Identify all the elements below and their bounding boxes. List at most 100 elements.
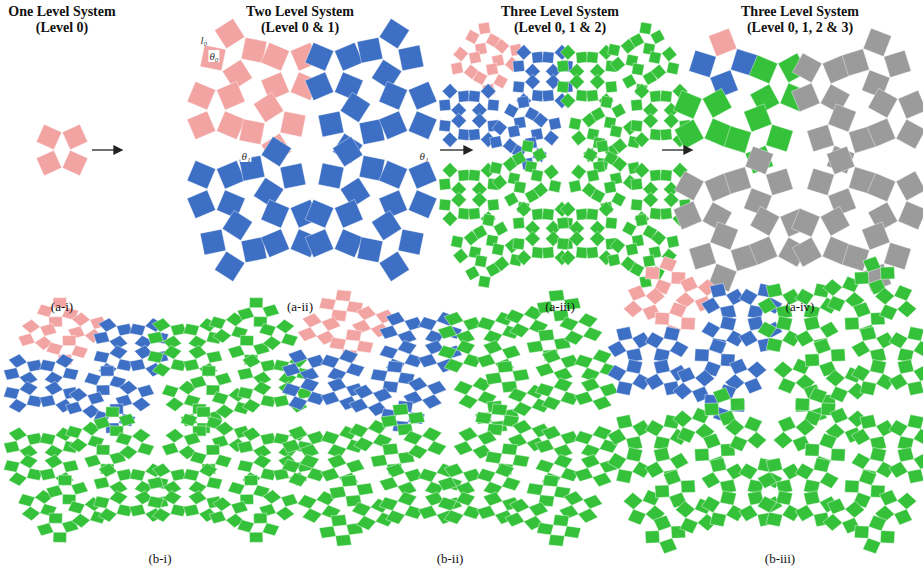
rotating-square [63, 368, 79, 380]
rotating-square [622, 74, 637, 89]
rotating-square [739, 330, 758, 347]
rotating-square [795, 463, 814, 480]
rotating-square [845, 317, 860, 330]
rotating-square [438, 345, 457, 359]
rotating-square [650, 208, 662, 220]
rotating-square [863, 538, 881, 554]
rotating-square [586, 90, 598, 102]
rotating-square [473, 225, 488, 240]
rotating-square [827, 146, 855, 174]
rotating-square [319, 298, 336, 310]
rotating-square [645, 267, 660, 280]
rotating-square [213, 329, 232, 343]
rotating-square [599, 202, 614, 217]
rotating-square [744, 104, 772, 132]
rotating-square [560, 202, 575, 217]
rotating-square [37, 523, 54, 536]
rotating-square [22, 506, 41, 520]
rotating-square [513, 60, 525, 72]
rotating-square [483, 492, 502, 506]
rotating-square [709, 456, 727, 472]
rotating-square [860, 381, 877, 396]
rotating-square [804, 491, 821, 506]
rotating-square [465, 266, 480, 281]
rotating-square [58, 475, 72, 485]
rotating-square [487, 199, 499, 211]
rotating-square [187, 160, 216, 189]
rotating-square [262, 304, 279, 317]
rotating-square [327, 378, 346, 392]
rotating-square [825, 370, 845, 387]
rotating-square [660, 208, 672, 220]
symbol-label: l₀ [200, 34, 209, 46]
rotating-square [650, 29, 665, 44]
rotating-square [650, 129, 662, 141]
rotating-square [664, 327, 681, 342]
rotating-square [386, 510, 405, 524]
rotating-square [356, 516, 376, 531]
rotating-square [907, 415, 923, 430]
rotating-square [403, 431, 423, 445]
rotating-square [564, 330, 584, 345]
rotating-square [860, 327, 877, 342]
rotating-square [371, 369, 388, 381]
rotating-square [709, 338, 727, 354]
rotating-square [505, 512, 525, 526]
rotating-square [681, 480, 696, 493]
rotating-square [670, 453, 689, 470]
rotating-square [458, 208, 470, 220]
rotating-square [491, 404, 507, 416]
rotating-square [215, 421, 234, 435]
rotating-square [532, 51, 544, 63]
rotating-square [302, 313, 322, 328]
rotating-square [183, 323, 199, 335]
rotating-square [674, 119, 704, 149]
rotating-square [249, 532, 263, 542]
rotating-square [880, 531, 895, 544]
rotating-square [809, 388, 827, 404]
rotating-square [439, 178, 451, 190]
rotating-square [418, 468, 437, 482]
rotating-square [724, 167, 751, 194]
rotating-square [4, 368, 20, 380]
rotating-square [84, 372, 101, 385]
rotating-square [663, 325, 681, 341]
heading: Two Level System [246, 4, 354, 19]
rotating-square [569, 117, 582, 130]
rotating-square [94, 477, 110, 489]
rotating-square [354, 437, 374, 452]
rotating-square [187, 81, 216, 110]
rotating-square [823, 279, 843, 296]
rotating-square [298, 495, 318, 509]
rotating-square [725, 419, 745, 436]
rotating-square [321, 468, 340, 482]
three-level-system-grey [673, 28, 923, 292]
rotating-square [631, 99, 643, 111]
rotating-square [215, 404, 234, 418]
rotating-square [40, 360, 56, 372]
rotating-square [422, 427, 442, 442]
rotating-square [454, 381, 474, 395]
rotating-square [188, 490, 207, 504]
rotating-square [165, 429, 184, 443]
rotating-square [477, 317, 496, 331]
rotating-square [331, 515, 347, 527]
rotating-square [884, 50, 911, 77]
rotating-square [40, 323, 57, 336]
rotating-square [305, 229, 334, 258]
rotating-square [147, 477, 163, 489]
rotating-square [379, 497, 398, 511]
rotating-square [492, 175, 507, 190]
rotating-square [288, 426, 307, 440]
rotating-square [532, 208, 544, 220]
rotating-square [747, 361, 767, 378]
rotating-square [521, 140, 534, 153]
rotating-square [634, 132, 649, 147]
rotating-square [117, 359, 133, 371]
rotating-square [827, 296, 845, 312]
rotating-square [569, 74, 584, 89]
rotating-square [27, 468, 43, 480]
rotating-square [860, 415, 877, 430]
rotating-square [804, 316, 821, 331]
rotating-square [750, 206, 780, 236]
